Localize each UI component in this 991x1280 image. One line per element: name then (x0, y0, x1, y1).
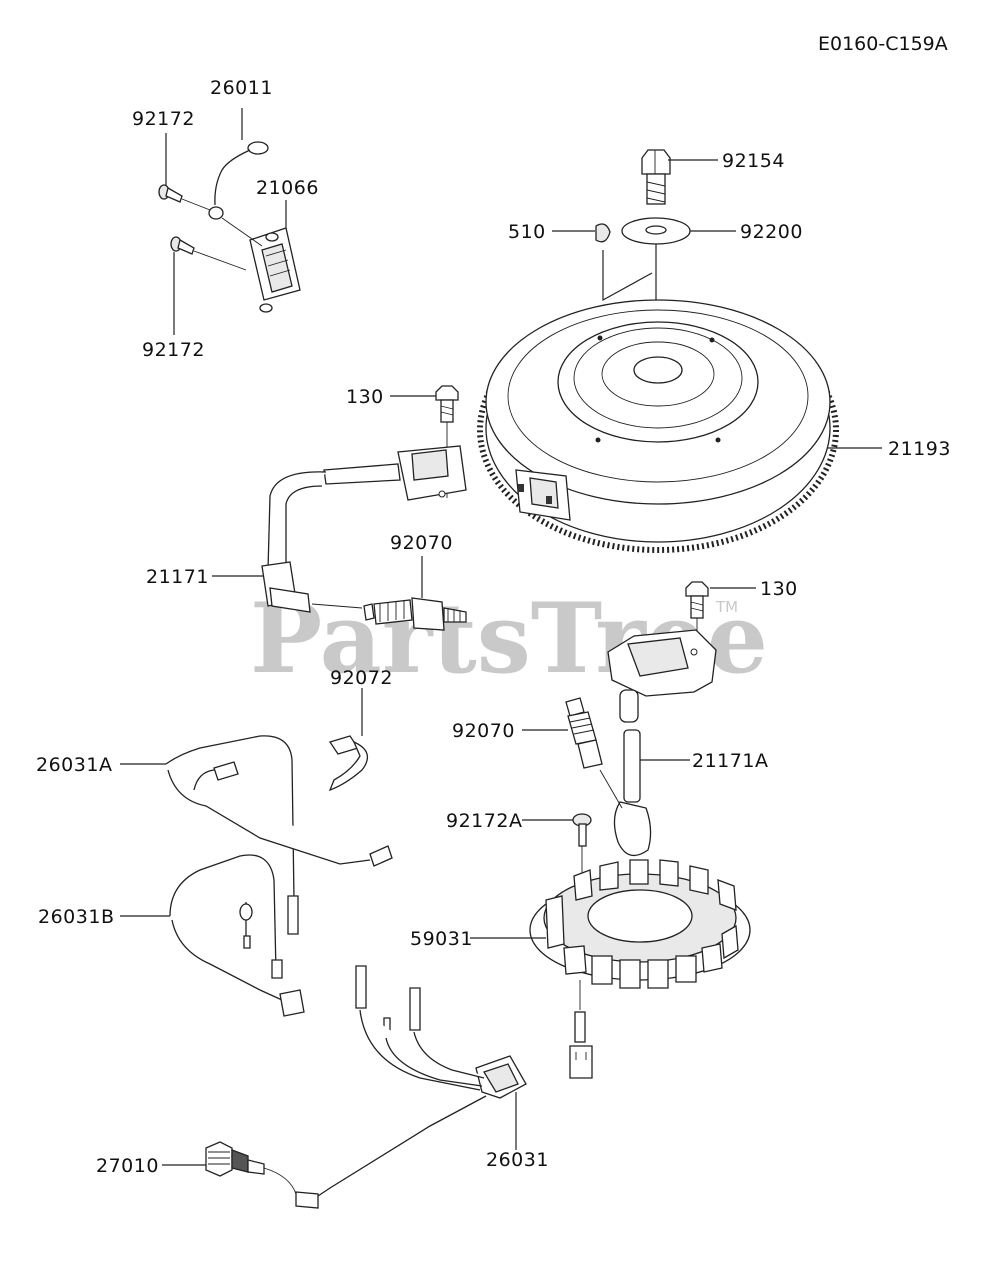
callout-92172-top: 92172 (132, 108, 195, 130)
part-21171-ignition-coil[interactable] (212, 445, 467, 613)
callout-130-right: 130 (760, 578, 798, 600)
part-26031-main-harness[interactable] (295, 965, 527, 1209)
part-21171A-ignition-coil[interactable] (607, 629, 717, 857)
callout-92172-bottom: 92172 (142, 339, 205, 361)
part-59031-stator[interactable] (470, 859, 751, 1079)
callout-26031: 26031 (486, 1149, 549, 1171)
callout-92200: 92200 (740, 221, 803, 243)
part-27010-oil-pressure-switch[interactable] (162, 1141, 297, 1195)
part-92154-bolt[interactable] (641, 149, 718, 205)
callout-59031: 59031 (410, 928, 473, 950)
part-92172-screw-top[interactable] (158, 133, 211, 211)
callout-21171: 21171 (146, 566, 209, 588)
part-21193-flywheel[interactable] (477, 299, 882, 553)
part-92072-clamp[interactable] (328, 688, 369, 792)
part-92070-spark-plug-mid[interactable] (522, 697, 623, 809)
part-26011-ground-lead[interactable] (208, 108, 269, 220)
callout-26031B: 26031B (38, 906, 114, 928)
callout-27010: 27010 (96, 1155, 159, 1177)
callout-21171A: 21171A (692, 750, 768, 772)
diagram-code: E0160-C159A (818, 33, 948, 55)
callout-130-top: 130 (346, 386, 384, 408)
part-510-key[interactable] (552, 223, 653, 302)
part-130-bolt-right[interactable] (685, 581, 756, 660)
callout-92070-top: 92070 (390, 532, 453, 554)
callout-92070-mid: 92070 (452, 720, 515, 742)
part-92200-washer[interactable] (621, 217, 736, 245)
watermark-trademark: TM (715, 598, 738, 616)
callout-26011: 26011 (210, 77, 273, 99)
callout-21066: 21066 (256, 177, 319, 199)
callout-21193: 21193 (888, 438, 951, 460)
part-92070-spark-plug-top[interactable] (363, 556, 467, 631)
callout-92072: 92072 (330, 667, 393, 689)
part-21066-regulator[interactable] (221, 200, 301, 313)
callout-510: 510 (508, 221, 546, 243)
part-26031B-lead[interactable] (120, 854, 305, 1017)
callout-26031A: 26031A (36, 754, 112, 776)
callout-92172A: 92172A (446, 810, 522, 832)
part-92172-screw-bottom[interactable] (170, 236, 247, 335)
callout-92154: 92154 (722, 150, 785, 172)
